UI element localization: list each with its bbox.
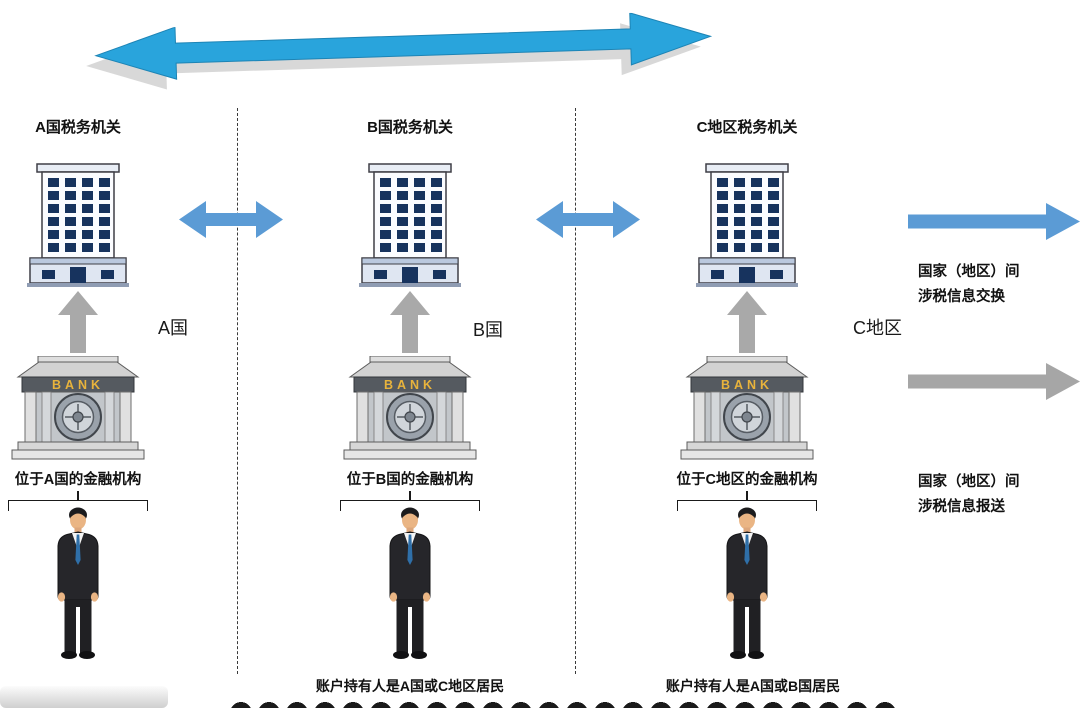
bracket-stem [409,491,411,500]
exchange-legend: 国家（地区）间 涉税信息交换 [918,260,1048,310]
bank-building-icon [11,356,145,460]
report-legend-line1: 国家（地区）间 [918,474,1020,490]
tax-office-building-icon [696,163,798,288]
account-holder-person-icon [389,507,431,660]
bracket-bar [340,500,480,511]
report-legend-line2: 涉税信息报送 [918,499,1005,515]
exchange-legend-line2: 涉税信息交换 [918,289,1005,305]
dashed-divider-2 [575,108,576,674]
tax-office-building-icon [359,163,461,288]
bracket-stem [746,491,748,500]
top-bidirectional-exchange-arrow-icon [86,12,713,90]
exchange-double-arrow-bc-icon [536,201,640,238]
institution-label-c: 位于C地区的金融机构 [676,472,818,488]
account-holder-note-right: 账户持有人是A国或B国居民 [665,678,841,694]
institution-label-b: 位于B国的金融机构 [346,472,474,488]
bracket-bar [8,500,148,511]
bracket-bar [677,500,817,511]
bottom-left-shadow [0,686,168,708]
report-up-arrow-icon [58,291,98,353]
group-bracket-a [8,491,148,511]
authority-label-c: C地区税务机关 [696,119,798,136]
institution-label-a: 位于A国的金融机构 [14,472,142,488]
group-bracket-c [677,491,817,511]
dashed-divider-1 [237,108,238,674]
exchange-double-arrow-ab-icon [179,201,283,238]
authority-label-a: A国税务机关 [35,119,121,136]
report-up-arrow-icon [390,291,430,353]
region-label-a: A国 [158,318,189,338]
column-country-b: B国税务机关 位于B国的金融机构 [332,0,488,708]
bank-building-icon [343,356,477,460]
bottom-dots-strip [228,699,903,708]
report-up-arrow-icon [727,291,767,353]
group-bracket-b [340,491,480,511]
account-holder-person-icon [57,507,99,660]
account-holder-person-icon [726,507,768,660]
region-label-c: C地区 [853,318,902,338]
bracket-stem [77,491,79,500]
exchange-right-arrow-icon [908,203,1080,240]
report-legend: 国家（地区）间 涉税信息报送 [918,470,1048,520]
region-label-b: B国 [473,320,504,340]
bank-building-icon [680,356,814,460]
column-country-a: A国税务机关 位于A国的金融机构 [0,0,156,708]
exchange-legend-line1: 国家（地区）间 [918,264,1020,280]
account-holder-note-left: 账户持有人是A国或C地区居民 [315,678,505,694]
report-right-arrow-icon [908,363,1080,400]
authority-label-b: B国税务机关 [367,119,453,136]
tax-office-building-icon [27,163,129,288]
column-region-c: C地区税务机关 位于C地区的金融机构 [669,0,825,708]
